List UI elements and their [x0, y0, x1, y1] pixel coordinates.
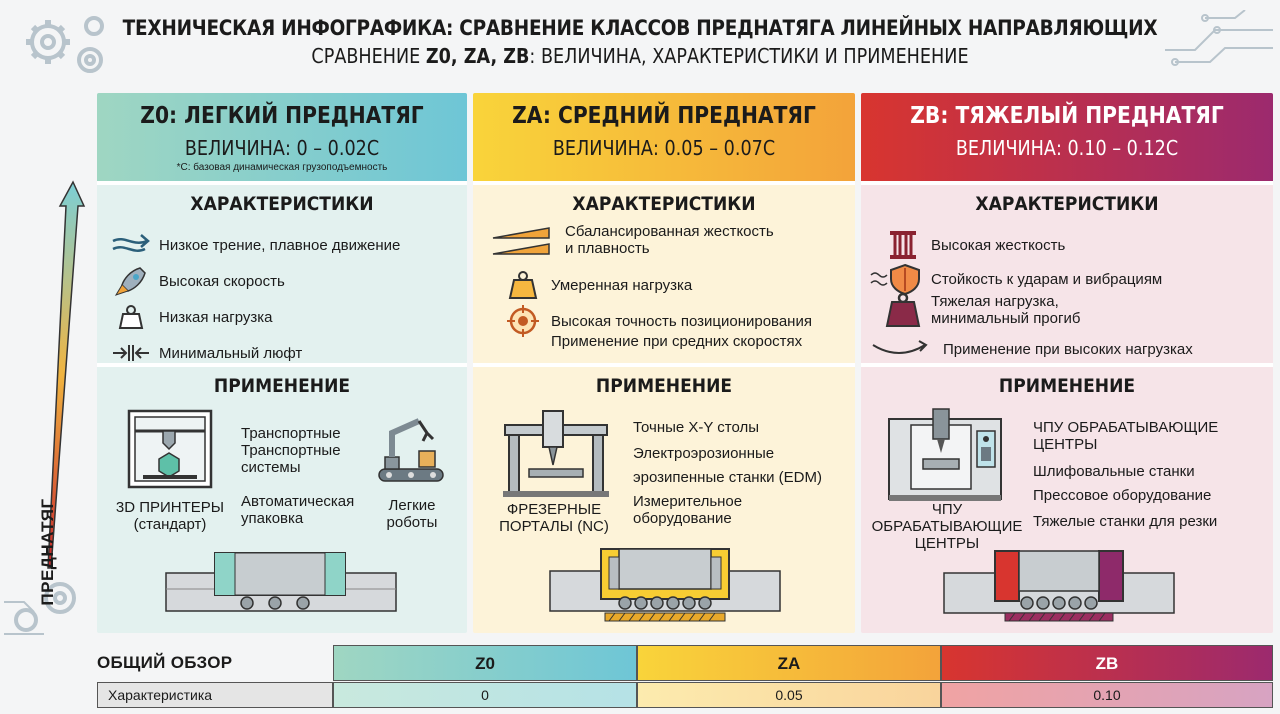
za-rail-cross-section [549, 548, 781, 622]
cnc-center-icon [888, 408, 1002, 501]
zb-chars-title: ХАРАКТЕРИСТИКИ [975, 193, 1159, 215]
z0-chars-title: ХАРАКТЕРИСТИКИ [190, 193, 374, 215]
zb-characteristics: ХАРАКТЕРИСТИКИ Высокая жесткость Стойкос… [861, 185, 1273, 363]
za-char-item: Высокая точность позиционирования [503, 305, 812, 337]
overview-label: ОБЩИЙ ОБЗОР [97, 653, 233, 672]
crosshair-icon [503, 305, 543, 337]
overview-cell-za: 0.05 [637, 682, 941, 708]
za-app-item: Точные X-Y столы [633, 419, 760, 436]
za-title: ZA: СРЕДНИЙ ПРЕДНАТЯГ [512, 103, 816, 129]
gears-icon [4, 582, 76, 635]
circuit-icon [1165, 10, 1273, 66]
page-subtitle: СРАВНЕНИЕ Z0, ZA, ZB: ВЕЛИЧИНА, ХАРАКТЕР… [311, 44, 969, 68]
z0-apps-title: ПРИМЕНЕНИЕ [213, 375, 351, 397]
za-characteristics: ХАРАКТЕРИСТИКИ Сбалансированная жесткост… [473, 185, 855, 363]
page-title: ТЕХНИЧЕСКАЯ ИНФОГРАФИКА: СРАВНЕНИЕ КЛАСС… [122, 16, 1158, 40]
overview-row-label: Характеристика [97, 682, 333, 708]
smooth-motion-icon [111, 229, 151, 261]
rocket-icon [111, 265, 151, 297]
packaging-text: Автоматическая упаковка [241, 493, 355, 527]
robot-arm-icon [378, 418, 444, 482]
3d-printer-caption: 3D ПРИНТЕРЫ (стандарт) [115, 499, 225, 533]
za-chars-title: ХАРАКТЕРИСТИКИ [572, 193, 756, 215]
transport-systems-text: Транспортные Транспортные системы [241, 425, 341, 476]
za-app-item: Измерительное оборудование [633, 493, 743, 527]
za-header: ZA: СРЕДНИЙ ПРЕДНАТЯГ ВЕЛИЧИНА: 0.05 – 0… [473, 93, 855, 181]
shield-icon [869, 263, 923, 295]
pillar-icon [883, 229, 923, 261]
zb-char-item: Тяжелая нагрузка, минимальный прогиб [883, 292, 1080, 327]
milling-gantry-icon [503, 410, 609, 497]
3d-printer-icon [127, 409, 213, 489]
overview-table: ОБЩИЙ ОБЗОР Z0 ZA ZB Характеристика 0 0.… [97, 645, 1273, 708]
z0-header: Z0: ЛЕГКИЙ ПРЕДНАТЯГ ВЕЛИЧИНА: 0 – 0.02C… [97, 93, 467, 181]
preload-arrow-icon [47, 180, 86, 569]
zb-app-item: ЧПУ ОБРАБАТЫВАЮЩИЕ ЦЕНТРЫ [1033, 419, 1219, 453]
curved-arrow-icon [869, 333, 931, 365]
zb-app-item: Прессовое оборудование [1033, 487, 1212, 504]
zb-char-item: Стойкость к ударам и вибрациям [869, 263, 1162, 295]
overview-cell-z0: 0 [333, 682, 637, 708]
column-za: ZA: СРЕДНИЙ ПРЕДНАТЯГ ВЕЛИЧИНА: 0.05 – 0… [473, 93, 855, 633]
milling-gantry-caption: ФРЕЗЕРНЫЕ ПОРТАЛЫ (NC) [499, 501, 609, 535]
column-zb: ZB: ТЯЖЕЛЫЙ ПРЕДНАТЯГ ВЕЛИЧИНА: 0.10 – 0… [861, 93, 1273, 633]
za-magnitude: ВЕЛИЧИНА: 0.05 – 0.07C [552, 136, 776, 160]
z0-rail-cross-section [165, 552, 397, 612]
zb-applications: ПРИМЕНЕНИЕ ЧПУ ОБРАБАТЫВАЮЩИЕ ЦЕНТРЫ ЧПУ… [861, 367, 1273, 633]
z0-characteristics: ХАРАКТЕРИСТИКИ Низкое трение, плавное дв… [97, 185, 467, 363]
z0-char-item: Низкое трение, плавное движение [111, 229, 400, 261]
preload-axis-label: ПРЕДНАТЯГ [38, 498, 57, 606]
cnc-center-caption: ЧПУ ОБРАБАТЫВАЮЩИЕ ЦЕНТРЫ [871, 501, 1023, 552]
light-weight-icon [111, 301, 151, 333]
z0-char-item: Низкая нагрузка [111, 301, 273, 333]
zb-app-item: Тяжелые станки для резки [1033, 513, 1218, 530]
zb-rail-cross-section [943, 550, 1175, 622]
zb-header: ZB: ТЯЖЕЛЫЙ ПРЕДНАТЯГ ВЕЛИЧИНА: 0.10 – 0… [861, 93, 1273, 181]
overview-cell-zb: 0.10 [941, 682, 1273, 708]
za-char-item: Применение при средних скоростях [551, 333, 803, 350]
z0-applications: ПРИМЕНЕНИЕ 3D ПРИНТЕРЫ (стандарт) Трансп… [97, 367, 467, 633]
balance-ramps-icon [491, 224, 553, 256]
zb-magnitude: ВЕЛИЧИНА: 0.10 – 0.12C [955, 136, 1179, 160]
za-char-item: Сбалансированная жесткость и плавность [491, 223, 774, 257]
gears-icon [26, 16, 104, 73]
heavy-weight-icon [883, 292, 923, 327]
column-z0: Z0: ЛЕГКИЙ ПРЕДНАТЯГ ВЕЛИЧИНА: 0 – 0.02C… [97, 93, 467, 633]
overview-header-z0: Z0 [333, 645, 637, 681]
zb-title: ZB: ТЯЖЕЛЫЙ ПРЕДНАТЯГ [910, 103, 1224, 129]
preload-axis: ПРЕДНАТЯГ [18, 180, 88, 606]
z0-note: *C: базовая динамическая грузоподъемност… [176, 162, 388, 173]
za-app-item: эрозипенные станки (EDM) [633, 469, 823, 486]
minimal-gap-icon [111, 337, 151, 369]
zb-char-item: Применение при высоких нагрузках [869, 333, 1193, 365]
zb-char-item: Высокая жесткость [883, 229, 1065, 261]
overview-header-za: ZA [637, 645, 941, 681]
zb-app-item: Шлифовальные станки [1033, 463, 1195, 480]
z0-char-item: Высокая скорость [111, 265, 285, 297]
zb-apps-title: ПРИМЕНЕНИЕ [998, 375, 1136, 397]
za-apps-title: ПРИМЕНЕНИЕ [595, 375, 733, 397]
z0-char-item: Минимальный люфт [111, 337, 302, 369]
za-app-item: Электроэрозионные [633, 445, 775, 462]
za-char-item: Умеренная нагрузка [503, 269, 692, 301]
z0-magnitude: ВЕЛИЧИНА: 0 – 0.02C [184, 136, 380, 160]
light-robots-caption: Легкие роботы [386, 497, 438, 531]
z0-title: Z0: ЛЕГКИЙ ПРЕДНАТЯГ [140, 103, 424, 129]
overview-header-zb: ZB [941, 645, 1273, 681]
medium-weight-icon [503, 269, 543, 301]
za-applications: ПРИМЕНЕНИЕ ФРЕЗЕРНЫЕ ПОРТАЛЫ (NC) Точные… [473, 367, 855, 633]
